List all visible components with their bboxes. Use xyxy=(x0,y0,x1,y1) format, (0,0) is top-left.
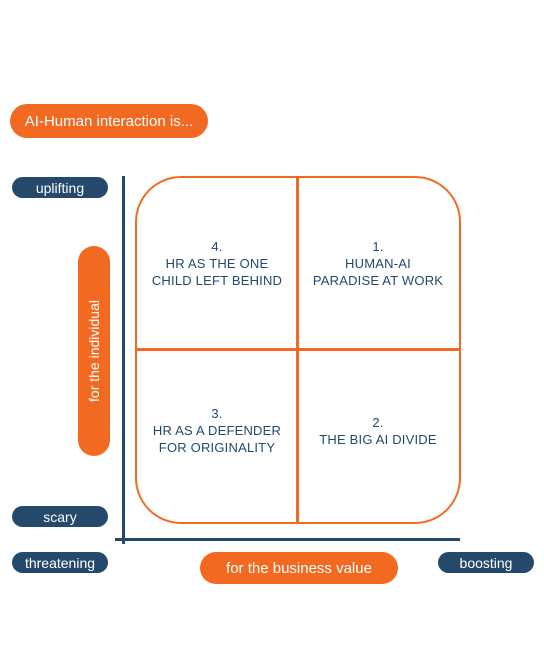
quadrant-2-line1: THE BIG AI DIVIDE xyxy=(319,432,437,447)
threatening-label: threatening xyxy=(12,552,108,573)
quadrant-3: 3. HR AS A DEFENDER FOR ORIGINALITY xyxy=(137,405,297,456)
quadrant-1-line2: PARADISE AT WORK xyxy=(312,273,444,288)
x-axis-line xyxy=(115,538,460,541)
quadrant-3-number: 3. xyxy=(211,406,223,421)
title-pill: AI-Human interaction is... xyxy=(10,104,208,138)
scary-text: scary xyxy=(43,508,77,525)
quadrant-1: 1. HUMAN-AI PARADISE AT WORK xyxy=(298,238,458,289)
uplifting-label: uplifting xyxy=(12,177,108,198)
boosting-text: boosting xyxy=(459,554,513,571)
quadrant-4-number: 4. xyxy=(211,239,223,254)
quadrant-2-number: 2. xyxy=(372,415,384,430)
matrix-horizontal-divider xyxy=(135,348,461,351)
y-axis-text: for the individual xyxy=(86,300,103,402)
quadrant-1-line1: HUMAN-AI xyxy=(345,256,411,271)
quadrant-4-line1: HR AS THE ONE xyxy=(165,256,269,271)
uplifting-text: uplifting xyxy=(35,179,85,196)
x-axis-label: for the business value xyxy=(200,552,398,584)
quadrant-4-line2: CHILD LEFT BEHIND xyxy=(151,273,283,288)
threatening-text: threatening xyxy=(24,554,96,571)
quadrant-3-line1: HR AS A DEFENDER xyxy=(152,423,282,438)
y-axis-line xyxy=(122,176,125,544)
scary-label: scary xyxy=(12,506,108,527)
quadrant-3-line2: FOR ORIGINALITY xyxy=(158,440,276,455)
x-axis-text: for the business value xyxy=(226,559,372,577)
quadrant-1-number: 1. xyxy=(372,239,384,254)
boosting-label: boosting xyxy=(438,552,534,573)
quadrant-2: 2. THE BIG AI DIVIDE xyxy=(298,414,458,448)
title-text: AI-Human interaction is... xyxy=(24,112,194,130)
quadrant-4: 4. HR AS THE ONE CHILD LEFT BEHIND xyxy=(137,238,297,289)
y-axis-label: for the individual xyxy=(78,246,110,456)
